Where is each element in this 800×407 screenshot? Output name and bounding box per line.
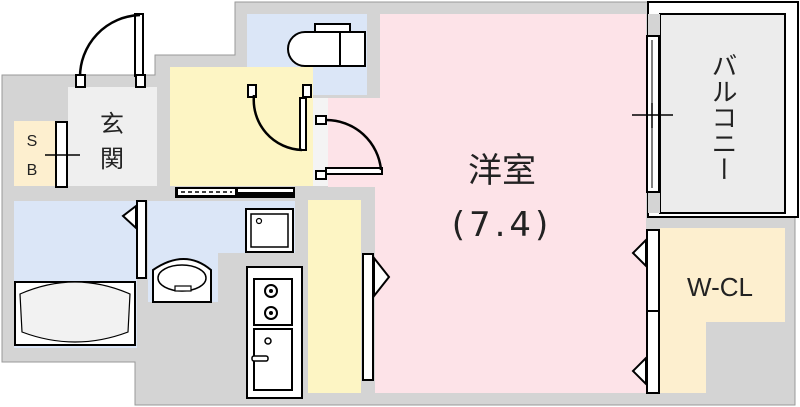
balcony-label: バルコニー [707, 52, 737, 182]
shoe-box-label-1: S [27, 133, 38, 150]
entrance-label-2: 関 [100, 145, 124, 173]
walk-in-closet-label: W-CL [687, 272, 753, 302]
room-door[interactable] [315, 115, 383, 180]
bathroom [14, 201, 137, 348]
washroom [148, 201, 295, 303]
hallway [170, 67, 313, 186]
kitchen-floor [308, 200, 361, 393]
sink-icon [253, 328, 293, 391]
walk-in-closet: W-CL [660, 228, 785, 393]
western-room-label: 洋室 [468, 151, 536, 191]
entrance: 玄 関 [68, 87, 157, 186]
kitchen-door[interactable] [362, 253, 391, 381]
toilet-door[interactable] [247, 84, 312, 152]
washing-machine-pan-icon [245, 208, 294, 253]
western-room-size: (7.4) [452, 205, 553, 245]
shoe-box-label-2: B [27, 162, 38, 179]
western-room [328, 14, 646, 393]
bathroom-door[interactable] [121, 200, 147, 279]
balcony-window[interactable] [632, 35, 673, 193]
closet-door[interactable] [631, 229, 660, 394]
entrance-label-1: 玄 [100, 110, 124, 138]
balcony: バルコニー [647, 1, 799, 218]
shoe-box: S B [14, 121, 80, 188]
shoe-rack [175, 187, 295, 198]
kitchen-counter [246, 266, 303, 399]
entrance-door[interactable] [75, 13, 146, 88]
